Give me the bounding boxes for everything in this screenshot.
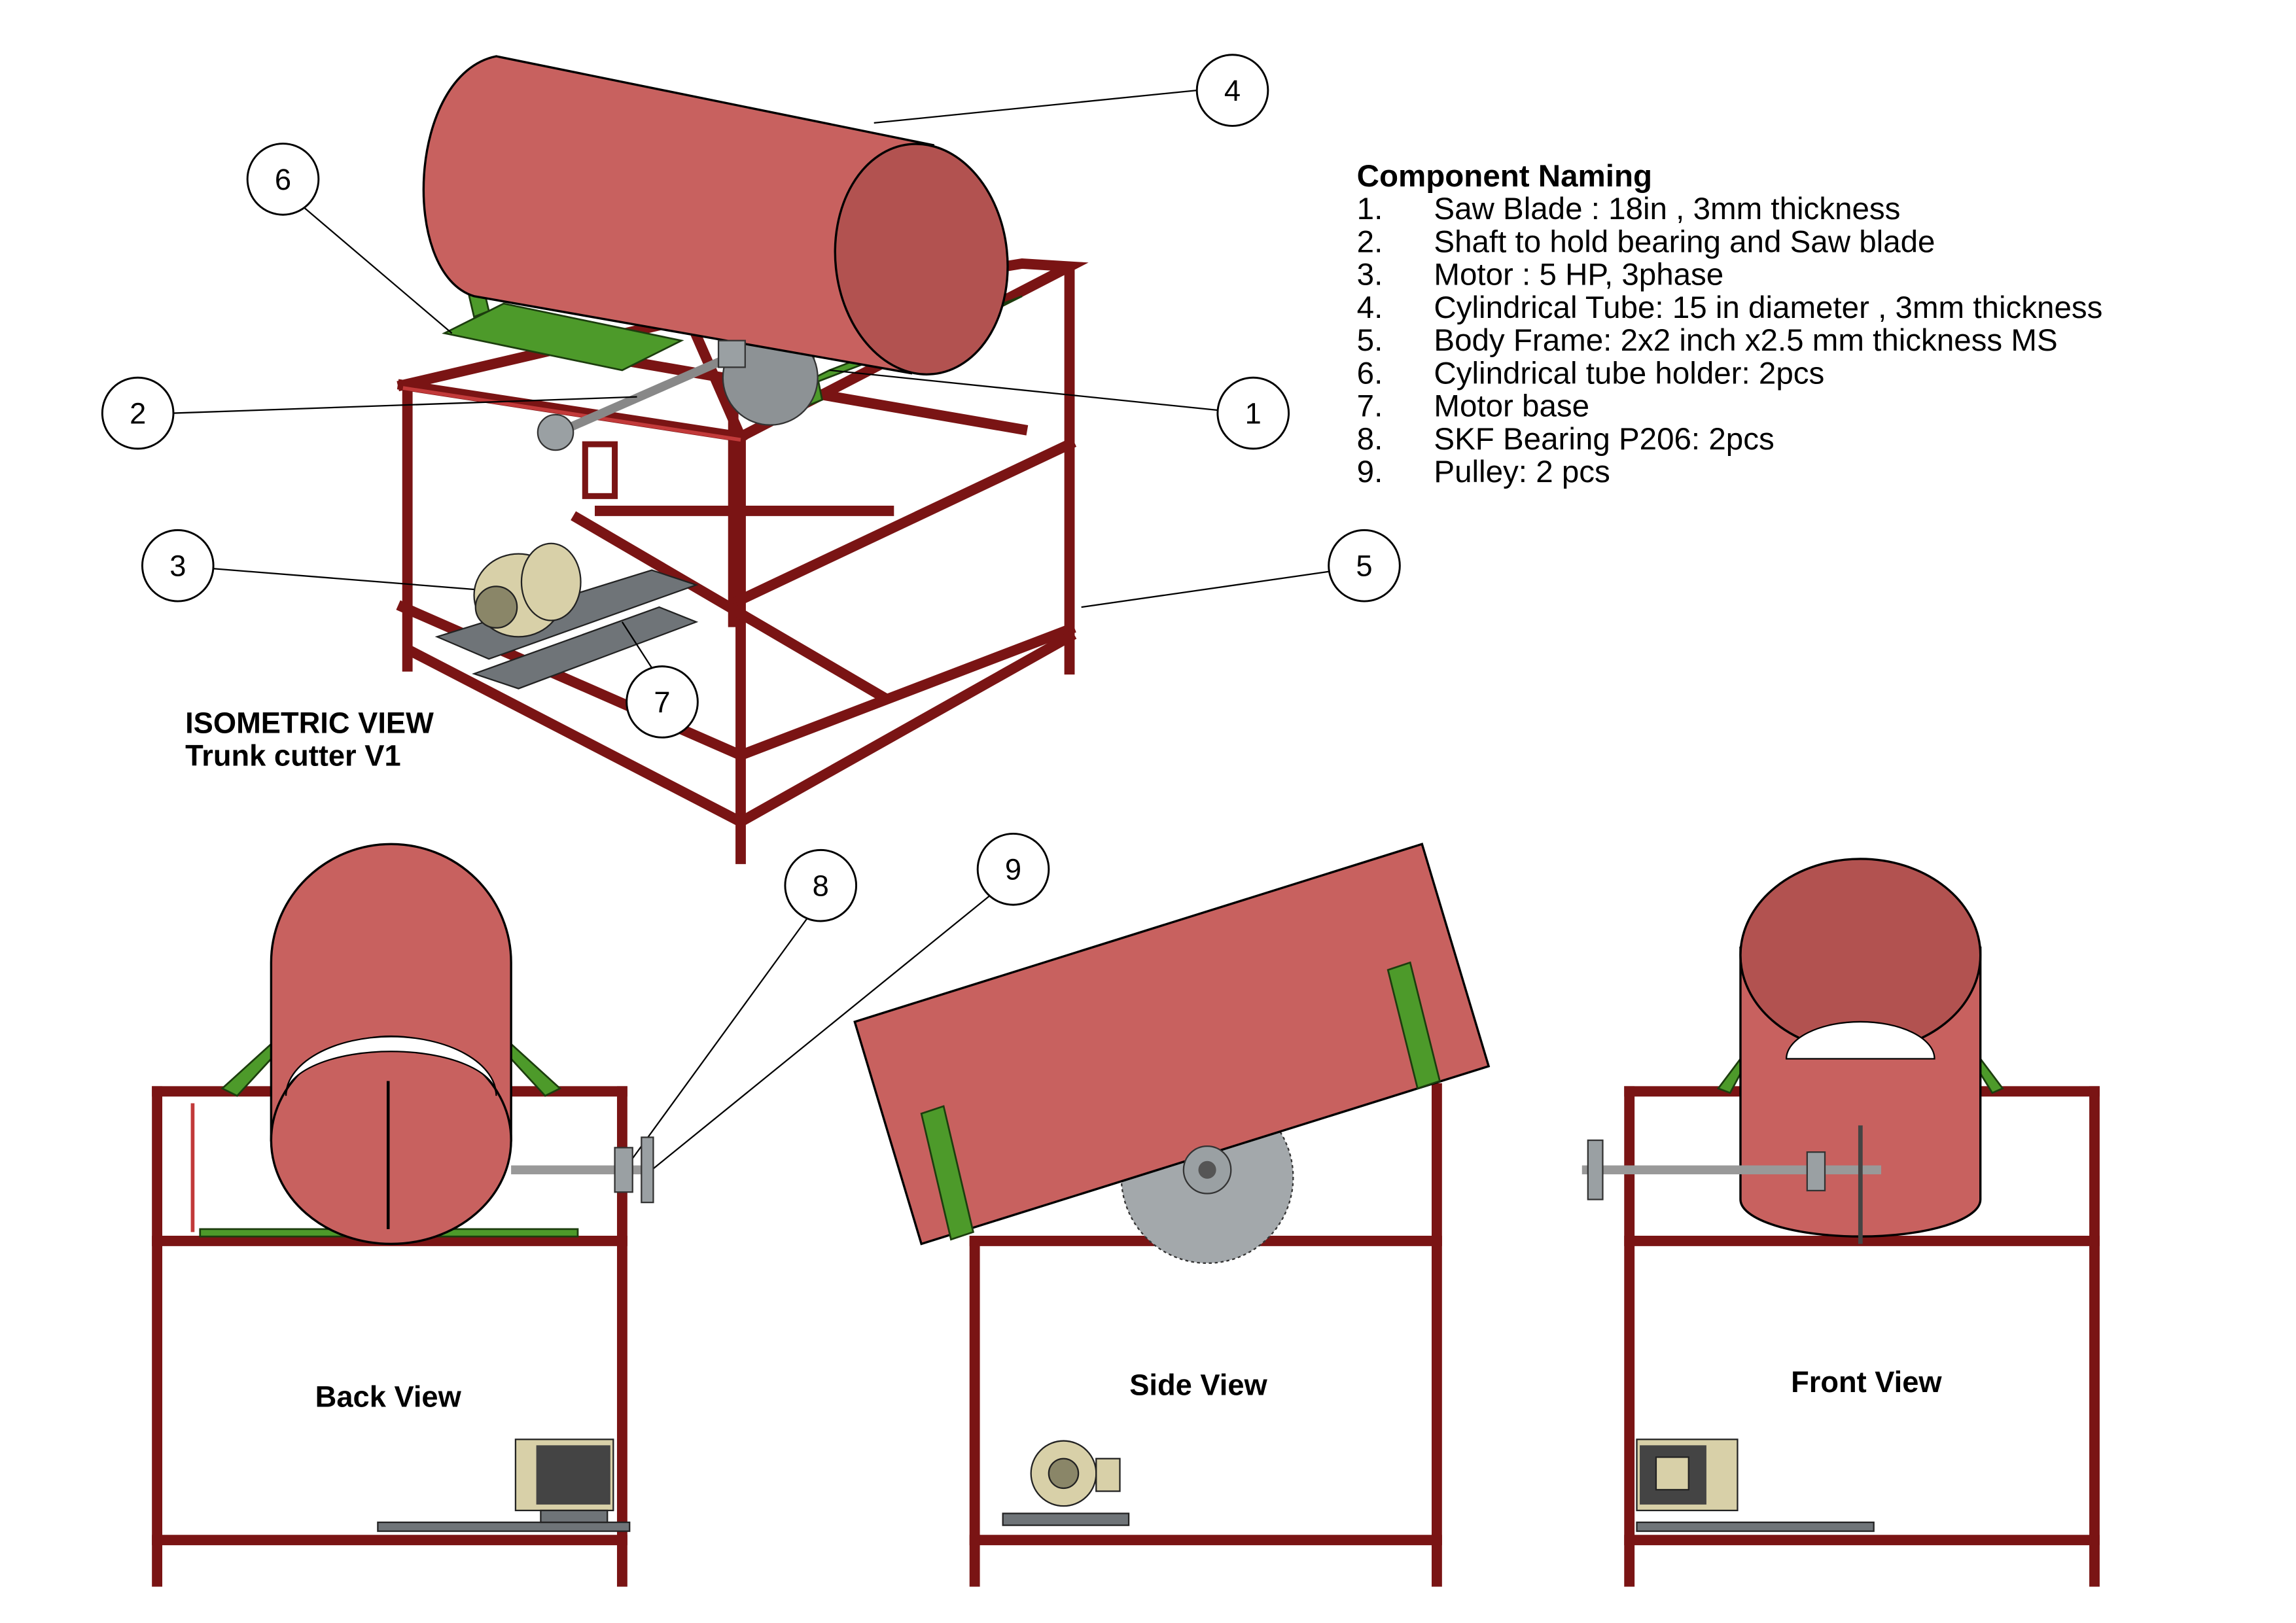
callouts: 4 6 2 1 3 5 7 8 9	[101, 54, 1401, 1171]
motor-back	[377, 1439, 631, 1532]
motor-front	[1636, 1439, 1875, 1532]
component-item-text: Motor base	[1434, 389, 1589, 424]
component-item-number: 6.	[1357, 356, 1383, 391]
pulley-back	[641, 1136, 654, 1204]
component-item-text: Cylindrical Tube: 15 in diameter , 3mm t…	[1434, 290, 2102, 325]
component-naming-list: Component Naming 1. Saw Blade : 18in , 3m…	[1357, 159, 2103, 489]
component-item: 8. SKF Bearing P206: 2pcs	[1357, 422, 1775, 457]
motor-iso	[434, 542, 699, 689]
front-view-label: Front View	[1791, 1365, 1942, 1399]
bearing-back	[614, 1147, 633, 1193]
svg-text:2: 2	[130, 396, 146, 430]
callout-4: 4	[1195, 54, 1269, 127]
component-naming-heading: Component Naming	[1357, 159, 1652, 194]
cylindrical-tube-iso	[422, 55, 1009, 375]
component-item-number: 7.	[1357, 389, 1383, 424]
svg-text:7: 7	[654, 686, 670, 719]
component-item-text: Shaft to hold bearing and Saw blade	[1434, 224, 1935, 259]
component-item-text: Pulley: 2 pcs	[1434, 455, 1610, 489]
component-item-number: 2.	[1357, 224, 1383, 259]
cylindrical-tube-front	[1739, 858, 1982, 1238]
pulley-iso	[537, 413, 574, 451]
svg-text:6: 6	[275, 163, 291, 196]
svg-text:8: 8	[813, 869, 829, 903]
svg-text:5: 5	[1356, 550, 1372, 583]
callout-5: 5	[1328, 529, 1401, 602]
component-item-text: Cylindrical tube holder: 2pcs	[1434, 356, 1824, 391]
bearing-front	[1806, 1151, 1826, 1192]
callout-9: 9	[976, 832, 1050, 906]
front-view: Front View	[1581, 858, 2100, 1587]
callout-7: 7	[626, 665, 699, 739]
callout-8: 8	[784, 848, 858, 922]
component-item: 9. Pulley: 2 pcs	[1357, 455, 1610, 489]
component-item-text: Motor : 5 HP, 3phase	[1434, 258, 1723, 292]
component-item: 2. Shaft to hold bearing and Saw blade	[1357, 224, 1935, 259]
component-item-number: 8.	[1357, 422, 1383, 457]
svg-text:9: 9	[1005, 853, 1021, 886]
motor-side	[1002, 1440, 1130, 1526]
back-view-label: Back View	[315, 1380, 462, 1414]
side-view: Side View	[853, 843, 1491, 1587]
iso-view-subtitle: Trunk cutter V1	[185, 739, 401, 772]
component-item-text: Body Frame: 2x2 inch x2.5 mm thickness M…	[1434, 323, 2057, 358]
callout-6: 6	[246, 143, 320, 216]
component-item: 1. Saw Blade : 18in , 3mm thickness	[1357, 192, 1901, 226]
component-item-number: 3.	[1357, 258, 1383, 292]
component-item-text: Saw Blade : 18in , 3mm thickness	[1434, 192, 1900, 226]
component-item: 5. Body Frame: 2x2 inch x2.5 mm thickness…	[1357, 323, 2058, 358]
svg-text:3: 3	[169, 550, 186, 583]
svg-text:1: 1	[1245, 396, 1262, 430]
component-item: 7. Motor base	[1357, 389, 1589, 424]
cylindrical-tube-back	[270, 843, 512, 1246]
component-item-number: 1.	[1357, 192, 1383, 226]
pulley-front	[1587, 1139, 1604, 1200]
back-view: Back View	[152, 843, 654, 1587]
isometric-view: ISOMETRIC VIEW Trunk cutter V1	[185, 55, 1089, 864]
bearing-iso	[717, 340, 746, 368]
component-item-number: 5.	[1357, 323, 1383, 358]
side-view-label: Side View	[1129, 1368, 1267, 1401]
callout-2: 2	[101, 376, 175, 450]
component-item-number: 9.	[1357, 455, 1383, 489]
component-item: 4. Cylindrical Tube: 15 in diameter , 3mm…	[1357, 290, 2103, 325]
cylindrical-tube-side	[853, 843, 1491, 1246]
svg-text:4: 4	[1224, 74, 1241, 107]
shaft-iso	[546, 348, 743, 442]
component-item: 3. Motor : 5 HP, 3phase	[1357, 258, 1724, 292]
component-item: 6. Cylindrical tube holder: 2pcs	[1357, 356, 1825, 391]
component-item-number: 4.	[1357, 290, 1383, 325]
component-item-text: SKF Bearing P206: 2pcs	[1434, 422, 1774, 457]
body-frame-iso	[396, 258, 1089, 864]
callout-1: 1	[1216, 376, 1290, 450]
callout-3: 3	[141, 529, 215, 602]
iso-view-title: ISOMETRIC VIEW	[185, 707, 434, 740]
